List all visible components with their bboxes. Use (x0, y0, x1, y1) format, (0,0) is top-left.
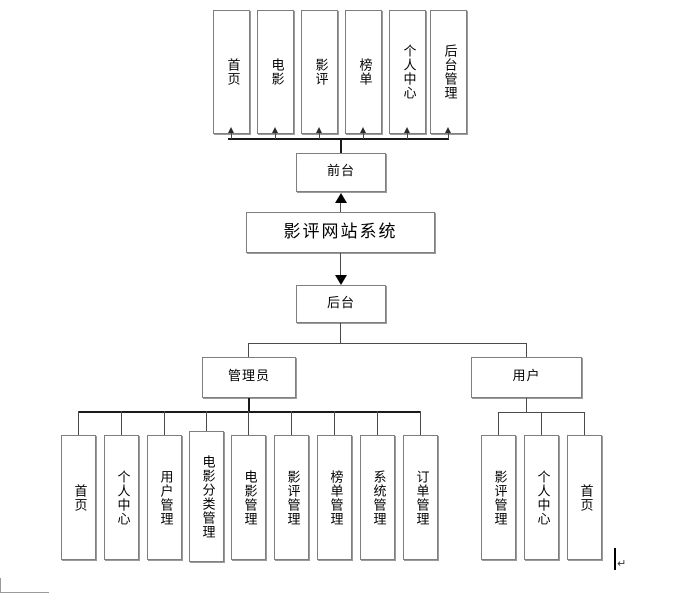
connector-user-drop (526, 398, 527, 412)
node-frontend-movie[interactable]: 电影 (257, 10, 294, 134)
connector-root-to-backend (340, 253, 341, 276)
node-root-system[interactable]: 影评网站系统 (246, 212, 435, 253)
node-label: 前台 (326, 164, 355, 180)
arrowhead-up-icon (445, 127, 451, 133)
node-admin-user-management[interactable]: 用户管理 (147, 435, 182, 560)
connector-admin-stub-1 (78, 411, 79, 435)
node-label: 个人中心 (534, 469, 550, 526)
node-frontend-review[interactable]: 影评 (301, 10, 338, 134)
connector-admin-stub-8 (377, 411, 378, 435)
arrowhead-up-icon (228, 127, 234, 133)
node-admin-personal-center[interactable]: 个人中心 (104, 435, 139, 560)
arrowhead-down-icon (335, 275, 347, 285)
node-label: 个人中心 (114, 469, 130, 526)
node-user-personal-center[interactable]: 个人中心 (524, 435, 559, 560)
node-role-user[interactable]: 用户 (471, 357, 582, 398)
node-label: 管理员 (227, 369, 270, 385)
connector-frontend-stub-5 (407, 131, 408, 139)
connector-frontend-stub-1 (231, 131, 232, 139)
node-label: 首页 (577, 483, 593, 512)
node-frontend-admin-entry[interactable]: 后台管理 (430, 10, 467, 134)
node-backend[interactable]: 后台 (296, 285, 386, 323)
node-frontend[interactable]: 前台 (296, 153, 386, 192)
arrowhead-up-icon (272, 127, 278, 133)
connector-frontend-stub-2 (275, 131, 276, 139)
node-role-admin[interactable]: 管理员 (202, 357, 296, 398)
connector-admin-stub-9 (420, 411, 421, 435)
connector-admin-stub-5 (248, 411, 249, 435)
node-label: 首页 (71, 483, 87, 512)
arrowhead-up-icon (404, 127, 410, 133)
connector-frontend-stub-4 (363, 131, 364, 139)
node-label: 影评管理 (284, 469, 300, 526)
connector-bus-to-admin (248, 343, 249, 357)
connector-backend-bus (248, 343, 527, 344)
connector-admin-stub-4 (206, 411, 207, 435)
arrowhead-up-icon (316, 127, 322, 133)
node-label: 个人中心 (400, 44, 416, 100)
connector-bus-to-user (526, 343, 527, 357)
connector-user-stub-2 (541, 412, 542, 435)
connector-frontend-stub-6 (448, 131, 449, 139)
node-admin-movie-management[interactable]: 电影管理 (231, 435, 266, 560)
node-label: 后台 (326, 295, 355, 311)
connector-bus-to-frontend (340, 138, 342, 154)
node-label: 用户管理 (157, 469, 173, 526)
connector-admin-stub-7 (334, 411, 335, 435)
paragraph-mark-icon: ↵ (617, 557, 627, 570)
node-label: 榜单 (356, 58, 372, 86)
node-frontend-home[interactable]: 首页 (213, 10, 250, 134)
node-admin-ranking-management[interactable]: 榜单管理 (317, 435, 352, 560)
node-admin-order-management[interactable]: 订单管理 (403, 435, 438, 560)
node-user-review-management[interactable]: 影评管理 (481, 435, 516, 560)
node-label: 系统管理 (370, 469, 386, 526)
node-label: 用户 (512, 369, 541, 385)
node-label: 订单管理 (413, 469, 429, 526)
text-caret (614, 548, 616, 570)
connector-user-stub-3 (584, 412, 585, 435)
node-label: 电影分类管理 (199, 454, 215, 539)
connector-frontend-bus (228, 138, 449, 140)
node-frontend-personal-center[interactable]: 个人中心 (389, 10, 426, 134)
node-label: 榜单管理 (327, 469, 343, 526)
node-label: 影评网站系统 (283, 222, 398, 243)
node-admin-review-management[interactable]: 影评管理 (274, 435, 309, 560)
node-admin-movie-category-management[interactable]: 电影分类管理 (189, 431, 224, 562)
connector-frontend-stub-3 (319, 131, 320, 139)
arrowhead-up-icon (360, 127, 366, 133)
node-admin-home[interactable]: 首页 (61, 435, 96, 560)
node-frontend-ranking[interactable]: 榜单 (345, 10, 382, 134)
node-admin-system-management[interactable]: 系统管理 (360, 435, 395, 560)
page-margin-corner-mark (0, 578, 49, 593)
node-user-home[interactable]: 首页 (567, 435, 602, 560)
connector-admin-stub-2 (121, 411, 122, 435)
connector-admin-bus (78, 411, 420, 413)
connector-backend-drop (340, 323, 341, 343)
node-label: 首页 (224, 58, 240, 86)
node-label: 电影 (268, 58, 284, 86)
node-label: 影评管理 (491, 469, 507, 526)
connector-admin-stub-6 (291, 411, 292, 435)
node-label: 电影管理 (241, 469, 257, 526)
connector-admin-stub-3 (164, 411, 165, 435)
connector-admin-drop (248, 398, 250, 412)
arrowhead-up-icon (335, 193, 347, 203)
connector-user-stub-1 (498, 412, 499, 435)
node-label: 影评 (312, 58, 328, 86)
node-label: 后台管理 (441, 44, 457, 100)
connector-root-to-frontend (340, 202, 341, 214)
